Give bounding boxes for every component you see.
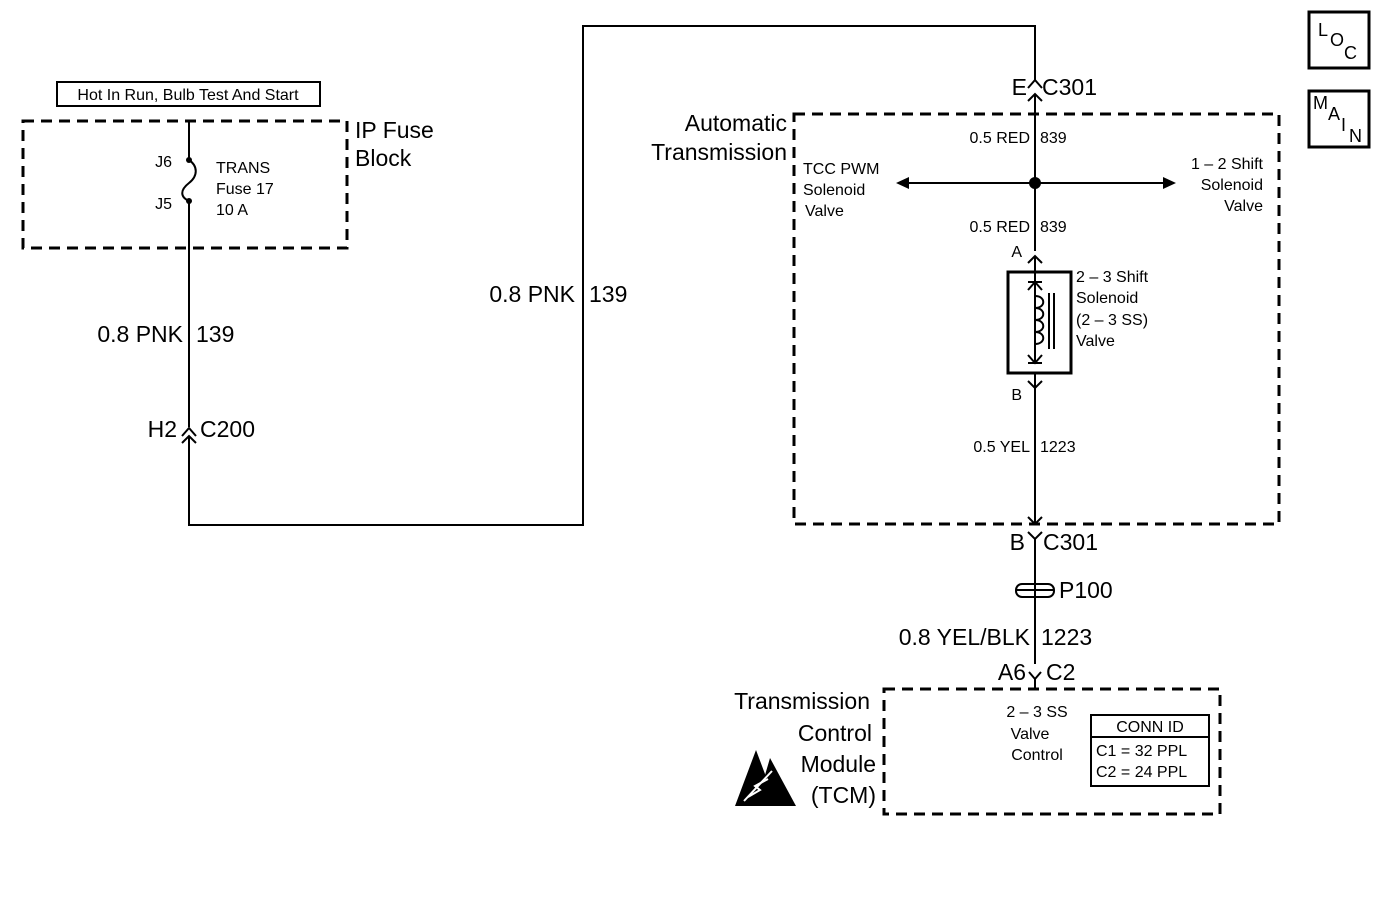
- tcm-boundary: [882, 687, 1222, 816]
- connector-c301-bottom: B C301: [1010, 516, 1098, 555]
- fuse-block-title-1: IP Fuse: [355, 117, 434, 143]
- wire-139-left-circuit: 139: [196, 321, 234, 347]
- connector-c200: H2 C200: [148, 416, 255, 444]
- solenoid-coil-icon: [1034, 295, 1045, 345]
- conn-id-header: CONN ID: [1116, 719, 1184, 736]
- tcm-input-1: 2 – 3 SS: [1006, 704, 1067, 721]
- connector-c301-top: E C301: [1012, 74, 1097, 102]
- solenoid-body: [1006, 270, 1073, 375]
- wire-139-route: [188, 25, 1036, 526]
- automatic-transmission: Automatic Transmission 0.5 RED 839 TCC P…: [651, 94, 1281, 526]
- c200-female-icon: [181, 426, 197, 437]
- wire-139-mid-circuit: 139: [589, 281, 627, 307]
- tcm-input-3: Control: [1011, 747, 1063, 764]
- transmission-title-1: Automatic: [685, 110, 787, 136]
- main-letter-i: I: [1341, 115, 1346, 135]
- tcm-input-2: Valve: [1011, 726, 1050, 743]
- solenoid-label-3: (2 – 3 SS): [1076, 312, 1148, 329]
- arrow-left-icon: [896, 177, 909, 189]
- loc-letter-l: L: [1318, 20, 1328, 40]
- solenoid-label-4: Valve: [1076, 333, 1115, 350]
- fuse-number: Fuse 17: [216, 181, 274, 198]
- c200-name: C200: [200, 416, 255, 442]
- power-label-frame: [56, 81, 321, 107]
- ip-fuse-block: IP Fuse Block J6 J5 TRANS Fuse 17 10 A: [21, 117, 434, 250]
- c2-name: C2: [1046, 659, 1075, 685]
- transmission-control-module: Transmission Control Module (TCM) 2 – 3 …: [734, 687, 1222, 816]
- p100-name: P100: [1059, 577, 1113, 603]
- wire-139-mid-gauge: 0.8 PNK: [489, 281, 575, 307]
- tcc-label-2: Solenoid: [803, 182, 865, 199]
- fuse-element-icon: [181, 159, 197, 202]
- solenoid-pin-b: B: [1011, 387, 1022, 404]
- main-letter-a: A: [1328, 104, 1340, 124]
- transmission-boundary: [792, 112, 1281, 526]
- tcm-title-4: (TCM): [811, 782, 876, 808]
- c301-bottom-female-icon: [1027, 531, 1043, 541]
- c2-pin: A6: [998, 659, 1026, 685]
- c301-bottom-male-icon: [1027, 516, 1043, 526]
- solenoid-2-3: A B 2 – 3 Shift Solenoid (2 – 3 SS) Valv…: [1006, 244, 1149, 404]
- wire-1223-yelblk-circuit: 1223: [1041, 624, 1092, 650]
- tcm-title-1: Transmission: [734, 688, 870, 714]
- tcc-label-1: TCC PWM: [803, 161, 879, 178]
- arrow-right-icon: [1163, 177, 1176, 189]
- loc-letter-o: O: [1330, 30, 1344, 50]
- solenoid-pin-a: A: [1011, 244, 1022, 261]
- esd-warning-icon: [735, 750, 796, 806]
- c200-male-icon: [181, 434, 197, 444]
- fuse-pin-j6: J6: [155, 154, 172, 171]
- conn-id-frame: [1090, 714, 1210, 787]
- conn-id-row-1: C1 = 32 PPL: [1096, 743, 1187, 760]
- loc-letter-c: C: [1344, 43, 1357, 63]
- tcm-title-3: Module: [801, 751, 876, 777]
- pass-through-p100: P100: [1015, 577, 1113, 603]
- connector-c2: A6 C2: [998, 659, 1075, 689]
- esd-slash-mark: [743, 770, 773, 802]
- conn-id-table: CONN ID C1 = 32 PPL C2 = 24 PPL: [1090, 714, 1210, 787]
- tcc-label-3: Valve: [805, 203, 844, 220]
- main-button-frame[interactable]: [1307, 89, 1371, 149]
- tcm-title-2: Control: [798, 720, 872, 746]
- solenoid-label-2: Solenoid: [1076, 290, 1138, 307]
- c301-top-male-icon: [1027, 78, 1043, 89]
- fuse-block-title-2: Block: [355, 145, 412, 171]
- c200-pin: H2: [148, 416, 177, 442]
- esd-triangle-right: [756, 758, 796, 806]
- c301-top-name: C301: [1042, 74, 1097, 100]
- wire-839-top-circuit: 839: [1040, 130, 1067, 147]
- solenoid-inner-arrow: [1027, 281, 1043, 291]
- conn-id-row-2: C2 = 24 PPL: [1096, 764, 1187, 781]
- shift12-label-1: 1 – 2 Shift: [1191, 156, 1264, 173]
- c301-bottom-name: C301: [1043, 529, 1098, 555]
- fuse-rating: 10 A: [216, 202, 248, 219]
- fuse-pin-j5: J5: [155, 196, 172, 213]
- main-letter-m: M: [1313, 93, 1328, 113]
- wire-839-bot-gauge: 0.5 RED: [970, 219, 1030, 236]
- wire-839-top-gauge: 0.5 RED: [970, 130, 1030, 147]
- wire-139-left-gauge: 0.8 PNK: [97, 321, 183, 347]
- main-letter-n: N: [1349, 126, 1362, 146]
- wire-1223-yel-gauge: 0.5 YEL: [973, 439, 1030, 456]
- loc-button-frame[interactable]: [1307, 10, 1371, 70]
- power-label: Hot In Run, Bulb Test And Start: [56, 81, 321, 107]
- shift12-label-3: Valve: [1224, 198, 1263, 215]
- c301-top-pin: E: [1012, 74, 1027, 100]
- wire-1223-yelblk-gauge: 0.8 YEL/BLK: [899, 624, 1031, 650]
- loc-button[interactable]: L O C: [1307, 10, 1371, 70]
- c301-bottom-pin: B: [1010, 529, 1025, 555]
- fuse-block-boundary: [21, 119, 349, 250]
- wire-1223-yel-circuit: 1223: [1040, 439, 1076, 456]
- c2-connector-icon: [1028, 671, 1042, 681]
- fuse-name: TRANS: [216, 160, 270, 177]
- transmission-title-2: Transmission: [651, 139, 787, 165]
- wire-839-bot-circuit: 839: [1040, 219, 1067, 236]
- solenoid-label-1: 2 – 3 Shift: [1076, 269, 1149, 286]
- main-button[interactable]: M A I N: [1307, 89, 1371, 149]
- power-label-text: Hot In Run, Bulb Test And Start: [77, 87, 299, 104]
- shift12-label-2: Solenoid: [1201, 177, 1263, 194]
